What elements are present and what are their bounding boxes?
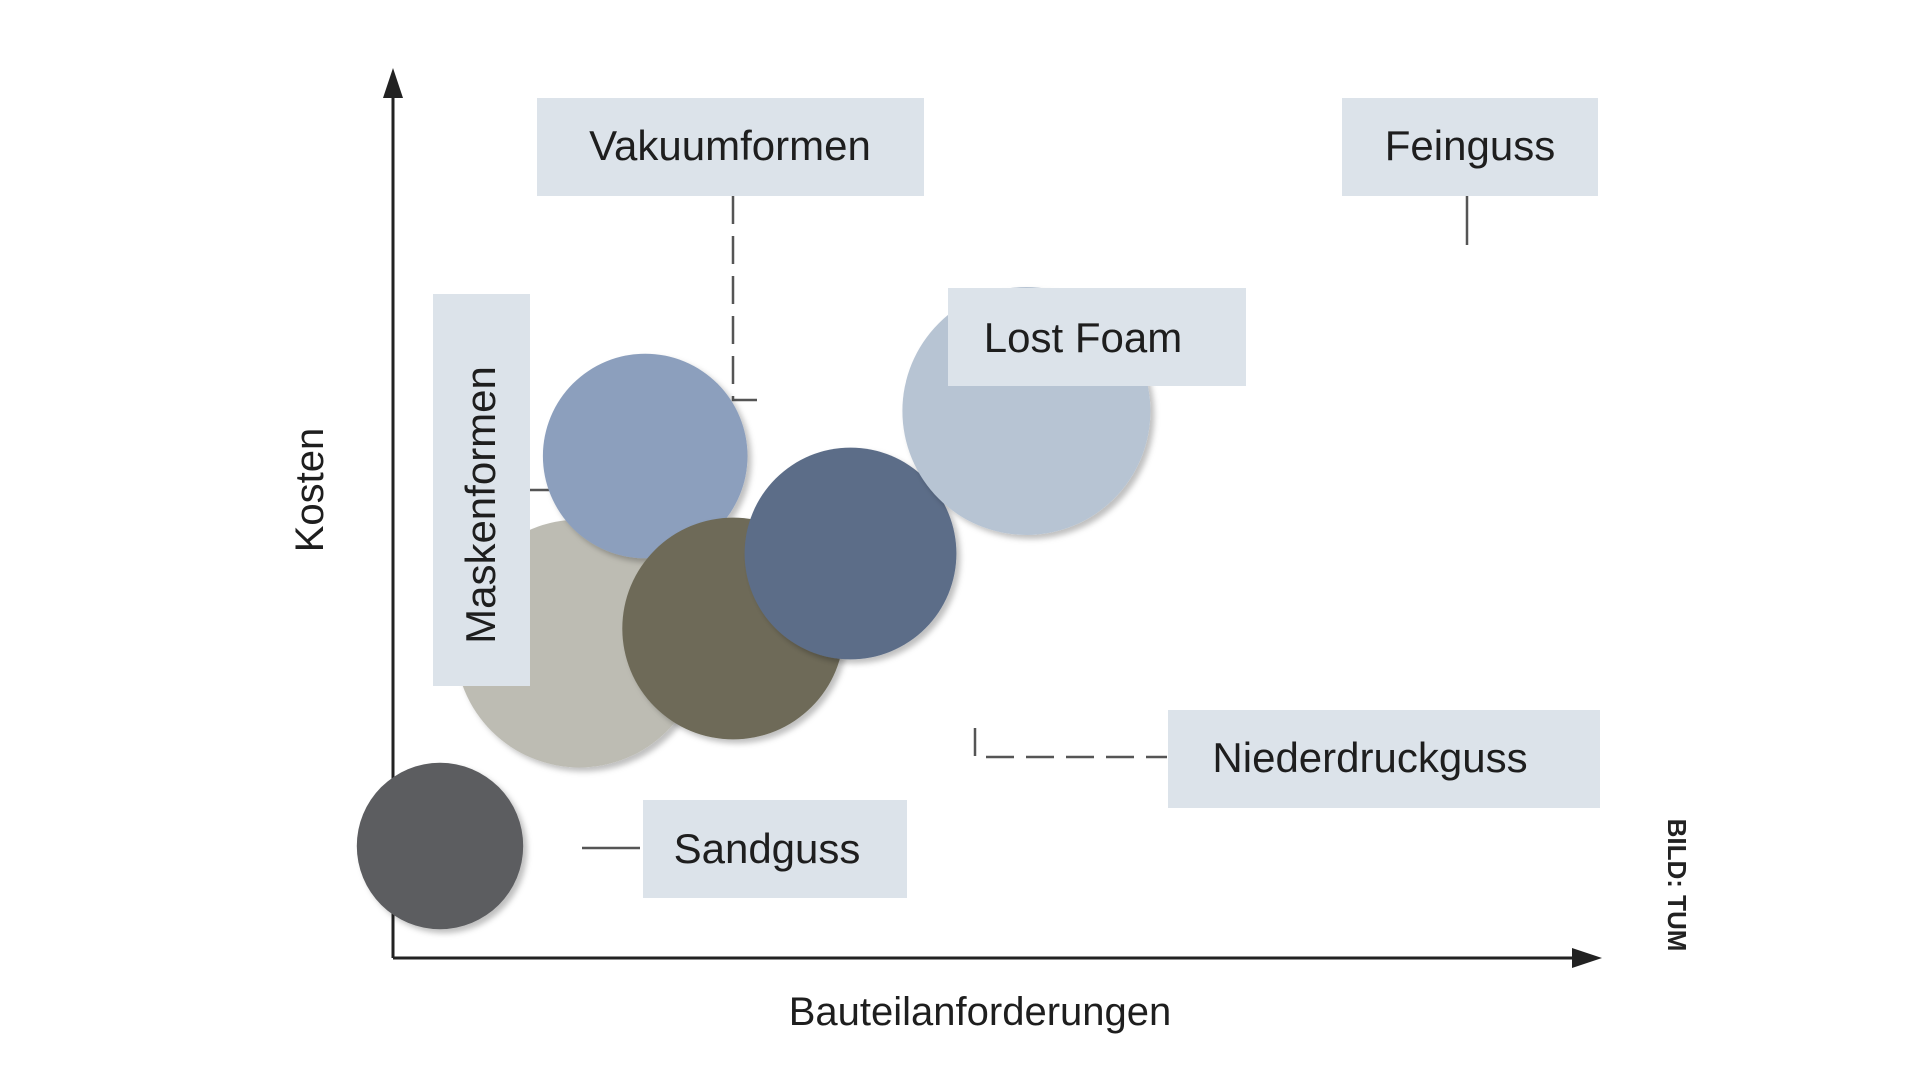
label-feinguss: Feinguss: [1385, 122, 1555, 169]
point-labels: Vakuumformen Feinguss Lost Foam Maskenfo…: [433, 98, 1600, 898]
bubble-vakuumformen: [542, 353, 748, 559]
leader-niederdruckguss: [973, 728, 1167, 759]
label-vakuumformen: Vakuumformen: [589, 122, 871, 169]
bubble-lost-foam: [744, 447, 957, 660]
label-box-niederdruckguss: [1168, 710, 1600, 808]
bubble-sandguss: [356, 762, 524, 930]
label-sandguss: Sandguss: [674, 825, 861, 872]
label-box-maskenformen: [433, 294, 530, 686]
label-box-feinguss: [1342, 98, 1598, 196]
label-lost-foam: Lost Foam: [984, 314, 1182, 361]
leader-vakuumformen: [731, 196, 758, 402]
y-axis-label: Kosten: [288, 428, 332, 553]
x-axis-label: Bauteilanforderungen: [789, 990, 1172, 1034]
label-box-vakuumformen: [537, 98, 924, 196]
image-credit: BILD: TUM: [1662, 819, 1692, 952]
x-axis-arrow: [1572, 948, 1602, 968]
label-maskenformen: Maskenformen: [457, 366, 504, 644]
y-axis-arrow: [383, 68, 403, 98]
label-box-sandguss: [643, 800, 907, 898]
label-niederdruckguss: Niederdruckguss: [1212, 734, 1527, 781]
label-box-lost-foam: [948, 288, 1246, 386]
